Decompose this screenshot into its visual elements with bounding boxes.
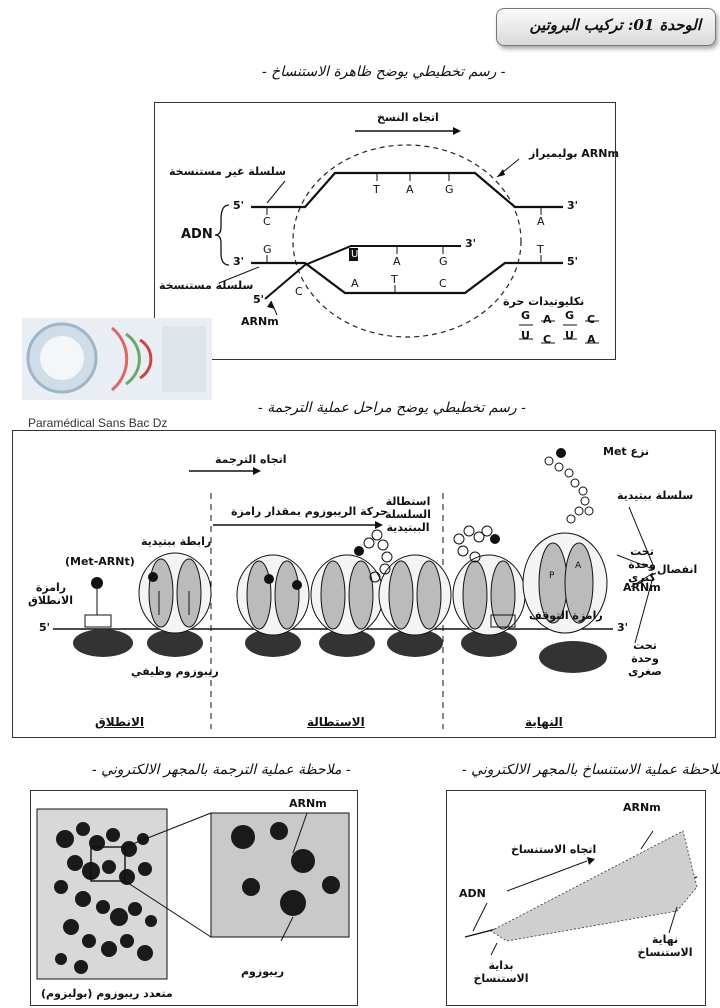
nuc-r1-3: C xyxy=(587,313,596,326)
small-subunit-shape xyxy=(539,641,607,673)
em-end-label: نهاية الاستنساخ xyxy=(637,933,693,959)
nuc-r1-2: G xyxy=(565,309,575,322)
direction-arrow-head xyxy=(453,127,461,135)
nuc-r1-0: G xyxy=(521,309,531,322)
small-subunit-label: تحت وحدة صغرى xyxy=(628,639,662,678)
arnm-translation-label: ARNm xyxy=(623,581,661,594)
start-codon-label: رامزة الانطلاق xyxy=(28,581,73,607)
non-template-label: سلسلة غير مستنسخة xyxy=(169,165,286,178)
base-rna-2: G xyxy=(439,255,448,268)
transcription-diagram: اتجاه النسخ ARNm بوليميراز سلسلة غير مست… xyxy=(154,102,619,360)
em-start-label: بداية الاستنساخ xyxy=(473,959,529,985)
watermark-text: Paramédical Sans Bac Dz xyxy=(28,416,168,430)
unit-title: الوحدة 01: تركيب البروتين xyxy=(529,16,701,34)
base-a-top: A xyxy=(537,215,545,228)
translation-direction-label: اتجاه الترجمة xyxy=(215,453,287,466)
base-bottom-1: T xyxy=(391,273,398,286)
separation-label: انفصال xyxy=(657,563,698,576)
phase-termination-label: النهاية xyxy=(525,715,563,729)
em-transcription-panel: ARNm اتجاه الاستنساخ ADN بداية الاستنساخ… xyxy=(446,790,706,1006)
site-p-label: P xyxy=(549,571,555,581)
em-transcripts xyxy=(490,830,698,942)
phase-elongation-label: الاستطالة xyxy=(307,715,365,729)
nuc-r2-1: C xyxy=(543,333,552,346)
em-transcription-title: - ملاحظة عملية الاستنساخ بالمجهر الالكتر… xyxy=(462,762,720,778)
transcription-svg xyxy=(214,127,599,344)
adn-brace xyxy=(214,204,230,266)
peptide-chain-label: سلسلة ببتيدية xyxy=(617,489,694,502)
non-template-strand xyxy=(251,171,563,209)
arnm-label: ARNm xyxy=(241,315,279,328)
peptide-bond-label: رابطة ببتيدية xyxy=(141,535,212,548)
base-bottom-0: A xyxy=(351,277,359,290)
top-right-end: 3' xyxy=(567,199,579,212)
nuc-r2-0: U xyxy=(521,329,530,342)
base-rna-1: A xyxy=(393,255,401,268)
em-polysome-label: متعدد ريبوزوم (بوليزوم) xyxy=(41,987,173,1000)
site-a-label: A xyxy=(575,561,582,571)
ribosome-move-label: حركة الريبوزوم بمقدار رامزة xyxy=(231,505,388,518)
arnm-strand xyxy=(264,245,461,300)
nuc-r2-2: U xyxy=(565,329,574,342)
functional-ribosome-label: ريبوزوم وظيفي xyxy=(131,665,219,678)
stop-codon-label: رامزة التوقف xyxy=(529,609,603,622)
watermark-image xyxy=(22,318,212,400)
base-top-1: A xyxy=(406,183,414,196)
em-translation-svg xyxy=(36,808,350,980)
elongation-chain-label: استطالة السلسلة الببتيدية xyxy=(385,495,431,534)
elongation-ribosomes xyxy=(236,529,452,657)
base-t-bottom: T xyxy=(537,243,544,256)
top-left-end: 5' xyxy=(233,199,245,212)
translation-section-title: - رسم تخطيطي يوضح مراحل عملية الترجمة - xyxy=(258,400,526,416)
adn-label: ADN xyxy=(181,227,213,242)
large-subunit-label: تحت وحدة كبرى xyxy=(628,545,656,584)
em-transcription-arnm-label: ARNm xyxy=(623,801,661,814)
template-pointer xyxy=(218,266,260,284)
base-top-0: T xyxy=(373,183,380,196)
em-transcription-svg xyxy=(464,830,698,956)
base-bottom-2: C xyxy=(439,277,447,290)
translation-svg xyxy=(53,448,654,729)
template-label: سلسلة مستنسخة xyxy=(159,279,254,292)
em-ribosome-label: ريبوزوم xyxy=(241,965,285,978)
base-g-bottom: G xyxy=(263,243,272,256)
transcription-section-title: - رسم تخطيطي يوضح ظاهرة الاستنساخ - xyxy=(262,64,506,80)
rna-3-end: 3' xyxy=(465,237,477,250)
met-arnt-label: (Met-ARNt) xyxy=(65,555,135,568)
base-rna-0: U xyxy=(351,249,359,260)
mrna-5-end: 5' xyxy=(39,621,51,634)
base-top-2: G xyxy=(445,183,454,196)
base-c-top: C xyxy=(263,215,271,228)
rna-new-base xyxy=(349,248,358,261)
rna-5-end: 5' xyxy=(253,293,265,306)
mrna-3-end: 3' xyxy=(617,621,629,634)
em-adn-label: ADN xyxy=(459,887,486,900)
em-direction-label: اتجاه الاستنساخ xyxy=(511,843,597,856)
em-translation-arnm-label: ARNm xyxy=(289,797,327,810)
em-translation-panel: ARNm ريبوزوم متعدد ريبوزوم (بوليزوم) xyxy=(30,790,358,1006)
base-c-bottom: C xyxy=(295,285,303,298)
transcription-bubble xyxy=(292,144,522,338)
phase-initiation-label: الانطلاق xyxy=(95,715,145,729)
watermark-graphic xyxy=(22,318,212,400)
met-removal-label: نزع Met xyxy=(603,445,649,458)
transcription-direction-label: اتجاه النسخ xyxy=(377,111,439,124)
bottom-right-end: 5' xyxy=(567,255,579,268)
unit-title-badge: الوحدة 01: تركيب البروتين xyxy=(496,8,716,46)
nuc-r1-1: A xyxy=(543,313,552,326)
nuc-r2-3: A xyxy=(587,333,596,346)
translation-diagram: اتجاه الترجمة (Met-ARNt) رامزة الانطلاق … xyxy=(12,430,716,738)
free-nucleotides-label: نكليوتيدات حرة xyxy=(503,295,585,308)
polymerase-label: ARNm بوليميراز xyxy=(529,147,619,160)
template-strand xyxy=(251,261,563,295)
em-translation-title: - ملاحظة عملية الترجمة بالمجهر الالكترون… xyxy=(92,762,351,778)
non-template-pointer xyxy=(266,180,286,204)
bottom-left-end: 3' xyxy=(233,255,245,268)
